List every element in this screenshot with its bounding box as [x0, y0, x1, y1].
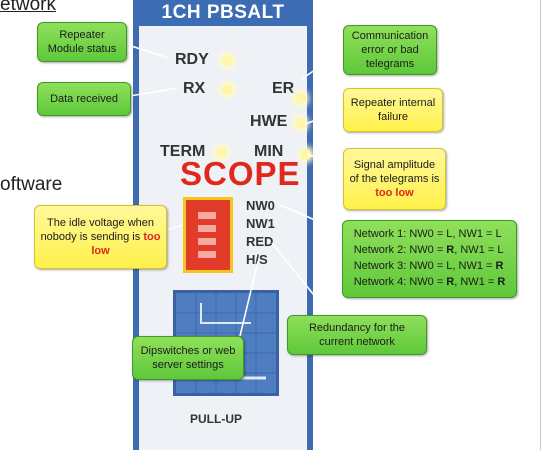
idle-too-low: too low — [91, 230, 161, 258]
internal-failure-text: Repeater internal failure — [350, 96, 436, 123]
redundancy-text: Redundancy for the current network — [308, 321, 405, 348]
network-line-4: Network 4: NW0 = R, NW1 = R — [354, 275, 506, 291]
repeater-status-callout: Repeater Module status — [37, 22, 127, 62]
module-header: 1CH PBSALT — [139, 0, 307, 26]
network-settings-callout: Network 1: NW0 = L, NW1 = L Network 2: N… — [342, 220, 517, 298]
rdy-led-icon — [222, 55, 233, 66]
rdy-label: RDY — [175, 51, 209, 68]
idle-voltage-line: The idle voltage when nobody is sending … — [40, 216, 154, 243]
rx-label: RX — [183, 80, 206, 97]
module-title: 1CH PBSALT — [161, 2, 285, 23]
term-label: TERM — [160, 143, 206, 160]
dipswitch-block[interactable] — [183, 197, 233, 273]
comm-error-text: Communication error or bad telegrams — [351, 29, 429, 71]
network-4-nw1: R — [497, 275, 506, 288]
network-3-nw1: R — [495, 260, 504, 272]
min-label: MIN — [254, 143, 284, 160]
dipswitch-3[interactable] — [198, 238, 216, 245]
network-4-prefix: Network 4: NW0 = — [353, 275, 447, 288]
signal-too-low: too low — [375, 187, 414, 200]
signal-amplitude-line: Signal amplitude of the telegrams is — [349, 158, 440, 185]
min-led-icon — [300, 149, 311, 160]
internal-failure-callout: Repeater internal failure — [343, 88, 443, 132]
network-1-text: Network 1: NW0 = L, NW1 = L — [353, 228, 502, 241]
page-divider — [540, 0, 541, 450]
signal-amplitude-text: Signal amplitude of the telegrams is too… — [348, 158, 441, 201]
dipswitch-1[interactable] — [198, 212, 216, 219]
pullup-label: PULL-UP — [190, 412, 242, 426]
idle-voltage-text: The idle voltage when nobody is sending … — [39, 216, 162, 259]
nw0-label: NW0 — [246, 198, 275, 213]
er-led-icon — [295, 93, 306, 104]
comm-error-callout: Communication error or bad telegrams — [343, 25, 437, 75]
rx-led-icon — [222, 84, 233, 95]
idle-voltage-callout: The idle voltage when nobody is sending … — [34, 205, 167, 269]
red-label: RED — [246, 234, 274, 249]
network-line-2: Network 2: NW0 = R, NW1 = L — [354, 243, 506, 259]
network-lines: Network 1: NW0 = L, NW1 = L Network 2: N… — [354, 227, 506, 291]
dipswitch-4[interactable] — [198, 251, 216, 258]
hs-label: H/S — [246, 252, 268, 267]
term-led-icon — [216, 147, 227, 158]
nw1-label: NW1 — [246, 216, 275, 231]
data-received-callout: Data received — [37, 82, 131, 116]
repeater-status-text: Repeater Module status — [47, 28, 117, 55]
software-text-fragment: oftware — [0, 174, 63, 195]
network-line-1: Network 1: NW0 = L, NW1 = L — [354, 227, 506, 243]
network-2-mid: , NW1 = L — [454, 244, 504, 257]
network-4-mid: , NW1 = — [454, 275, 498, 288]
heading-fragment: etwork — [0, 0, 56, 15]
network-2-nw0: R — [446, 244, 455, 257]
network-4-nw0: R — [446, 275, 455, 288]
hwe-label: HWE — [250, 113, 288, 130]
network-line-3: Network 3: NW0 = L, NW1 = R — [354, 259, 506, 275]
er-label: ER — [272, 80, 295, 97]
hwe-led-icon — [295, 118, 306, 129]
scope-label: SCOPE — [180, 155, 301, 192]
dipswitches-text: Dipswitches or web server settings — [140, 344, 236, 371]
network-2-prefix: Network 2: NW0 = — [353, 244, 447, 257]
network-3-prefix: Network 3: NW0 = L, NW1 = — [353, 260, 496, 272]
data-received-text: Data received — [50, 92, 118, 105]
dipswitches-callout: Dipswitches or web server settings — [132, 336, 244, 380]
dipswitch-2[interactable] — [198, 225, 216, 232]
signal-amplitude-callout: Signal amplitude of the telegrams is too… — [343, 148, 446, 210]
redundancy-callout: Redundancy for the current network — [287, 315, 427, 355]
